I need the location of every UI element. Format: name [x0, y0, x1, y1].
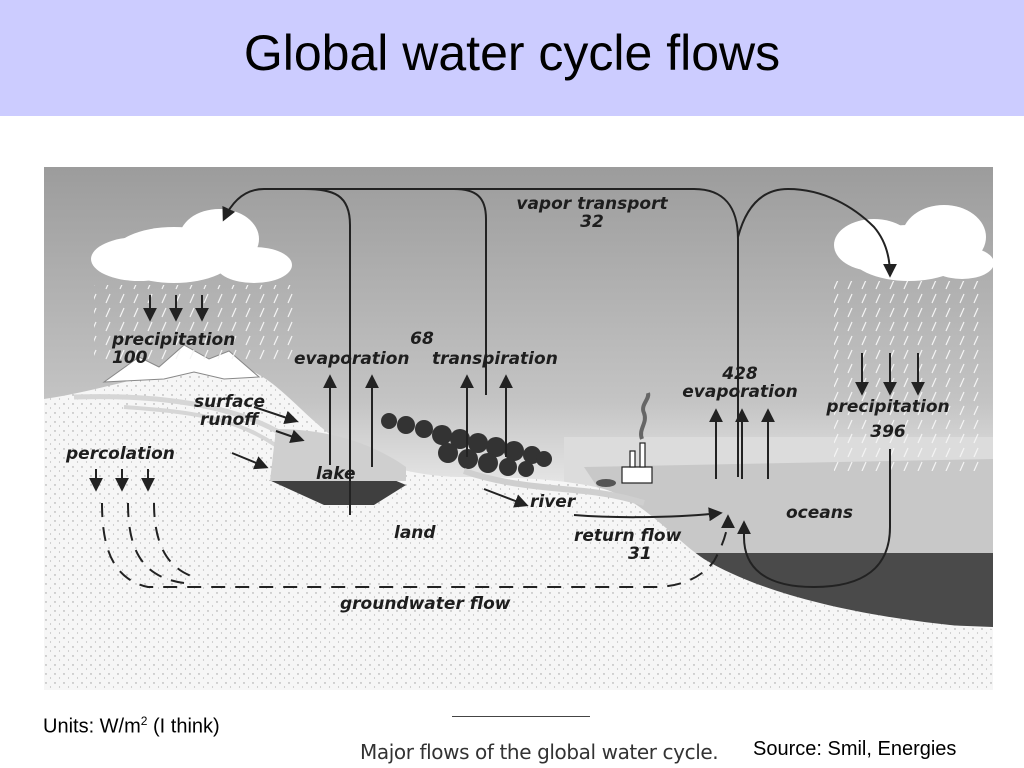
- units-exponent: 2: [140, 714, 148, 728]
- rain-left: [94, 285, 294, 363]
- runoff-arrow: [231, 452, 269, 470]
- percolation-label: percolation: [65, 444, 175, 464]
- water-cycle-diagram: vapor transport 32 precipitation 100 68 …: [44, 167, 993, 690]
- groundwater-path: [127, 502, 185, 584]
- precipitation-ocean-value: 396: [870, 422, 906, 442]
- cloud-right: [834, 205, 993, 281]
- groundwater-path: [101, 502, 735, 588]
- ocean-deep: [684, 553, 993, 627]
- river: [463, 468, 645, 506]
- groundwater-path: [153, 502, 195, 578]
- units-note: Units: W/m2 (I think): [43, 714, 220, 739]
- surface-runoff-label: surface: [194, 392, 265, 412]
- forest: [381, 413, 552, 477]
- return-flow-label: return flow: [574, 526, 682, 546]
- lake: [269, 480, 406, 505]
- evapotranspiration-value: 68: [410, 329, 434, 349]
- precipitation-land-label: precipitation: [111, 330, 235, 350]
- return-flow-arrow: [573, 507, 723, 522]
- land-label: land: [394, 523, 436, 543]
- groundwater-flow-label: groundwater flow: [340, 594, 511, 614]
- cloud-left: [91, 209, 292, 283]
- units-prefix: Units: W/m: [43, 715, 141, 738]
- slide-title: Global water cycle flows: [243, 25, 781, 81]
- ocean-loop: [737, 449, 891, 589]
- evaporation-ocean-value: 428: [721, 364, 758, 384]
- evaporation-land-label: evaporation: [294, 349, 410, 369]
- runoff-arrow: [275, 429, 305, 443]
- river-label: river: [530, 492, 577, 512]
- oceans-label: oceans: [786, 503, 853, 523]
- return-flow-value: 31: [628, 544, 652, 564]
- surface-runoff-label: runoff: [200, 410, 260, 430]
- evaporation-ocean-label: evaporation: [682, 382, 798, 402]
- factory: [621, 442, 653, 484]
- river-arrow: [483, 488, 529, 508]
- transpiration-label: transpiration: [432, 349, 558, 369]
- runoff-arrow: [253, 406, 299, 425]
- rock: [596, 479, 616, 487]
- vapor-transport-arrow: [222, 188, 739, 477]
- precipitation-ocean-label: precipitation: [825, 397, 949, 417]
- precipitation-land-value: 100: [112, 348, 148, 368]
- vapor-transport-value: 32: [580, 212, 604, 232]
- rain-right: [834, 281, 984, 471]
- title-band: [0, 0, 1024, 116]
- vapor-transport-label: vapor transport: [516, 194, 668, 214]
- units-suffix: (I think): [147, 715, 220, 738]
- lake-label: lake: [316, 464, 356, 484]
- ocean-to-cloud-arrow: [737, 187, 897, 278]
- figure-caption: Major flows of the global water cycle.: [360, 740, 719, 764]
- factory-smoke: [639, 392, 651, 440]
- source-note: Source: Smil, Energies: [753, 738, 957, 760]
- caption-rule: [452, 716, 590, 717]
